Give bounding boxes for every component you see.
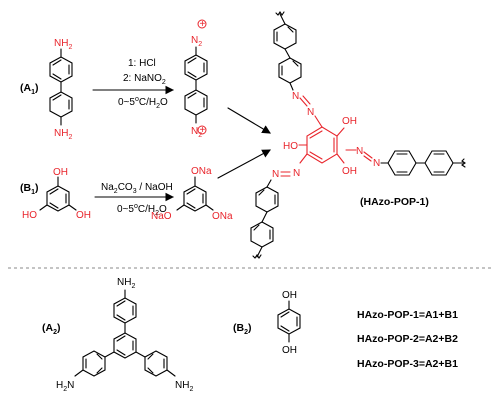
amine-top-label: NH2	[54, 38, 72, 51]
benzidine-structure: NH2 NH2	[49, 38, 73, 141]
cond-temp-1: 0~5oC/H2O	[118, 96, 168, 110]
ona-top-label: ONa	[191, 166, 212, 177]
formula-1: HAzo-POP-1=A1+B1	[357, 309, 458, 321]
plus-top: +	[200, 19, 206, 30]
azo-n1: N	[307, 107, 314, 118]
phloroglucinol-structure: OH OH HO	[22, 167, 91, 221]
a2-nh2-top: NH2	[117, 277, 135, 290]
ona-right-label: ONa	[212, 211, 233, 222]
plus-bottom: +	[200, 125, 206, 136]
diazonium-structure: + N2 N2 +	[184, 19, 208, 139]
nao-left-label: NaO	[151, 211, 172, 222]
azo-n4: N	[373, 158, 380, 169]
a2-nh2-right: NH2	[175, 380, 193, 393]
product-ho-left: HO	[283, 141, 298, 152]
diazonium-top-label: N2	[191, 35, 202, 48]
b1-oh-right-label: OH	[76, 210, 91, 221]
cond-base: Na2CO3 / NaOH	[101, 182, 173, 195]
azo-n5: N	[293, 168, 300, 179]
b1-oh-label: OH	[53, 167, 68, 178]
label-b2: (B2)	[233, 322, 252, 336]
formula-2: HAzo-POP-2=A2+B2	[357, 333, 458, 345]
diazonium-bottom-label: N2	[191, 126, 202, 139]
amine-bottom-label: NH2	[54, 128, 72, 141]
azo-n2: N	[292, 91, 299, 102]
phenoxide-structure: ONa ONa NaO	[151, 166, 233, 222]
label-a2: (A2)	[42, 322, 61, 336]
hydroquinone-structure: OH OH	[277, 290, 301, 356]
arrow-to-product-2	[217, 149, 271, 179]
product-name: (HAzo-POP-1)	[360, 196, 429, 208]
formula-3: HAzo-POP-3=A2+B1	[357, 358, 458, 370]
cond-nano2: 2: NaNO2	[123, 73, 166, 86]
cond-temp-2: 0~5oC/H2O	[117, 203, 167, 217]
label-a1: (A1)	[20, 82, 39, 96]
a2-structure: NH2 H2N NH2	[56, 277, 193, 393]
azo-n6: N	[272, 169, 279, 180]
b1-ho-left-label: HO	[22, 210, 37, 221]
hazo-pop-1-structure: OH HO OH N N N N	[250, 11, 466, 259]
product-oh-bottom: OH	[342, 166, 357, 177]
azo-n3: N	[356, 146, 363, 157]
cond-hcl: 1: HCl	[128, 58, 156, 69]
label-b1: (B1)	[20, 182, 39, 196]
arrow-to-product-1	[227, 107, 271, 134]
b2-oh-bottom: OH	[282, 345, 297, 356]
b2-oh-top: OH	[282, 290, 297, 301]
a2-h2n-left: H2N	[56, 380, 74, 393]
product-oh-top: OH	[342, 116, 357, 127]
